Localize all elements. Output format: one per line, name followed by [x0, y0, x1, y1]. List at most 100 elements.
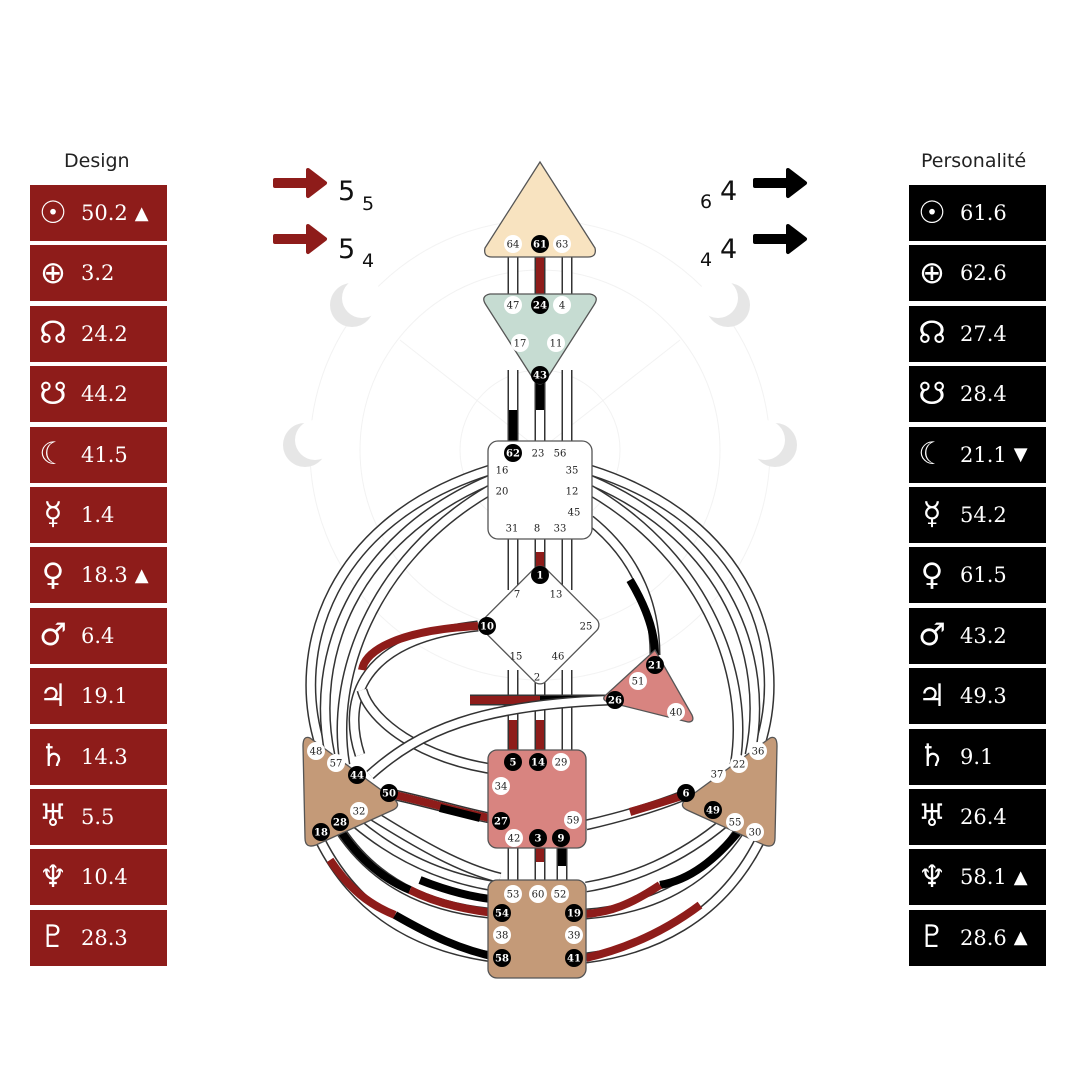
design-row: ♀18.3▲: [30, 547, 167, 604]
gate-33: 33: [554, 524, 567, 535]
gate-label: 40: [670, 708, 683, 719]
gate-46: 46: [552, 652, 565, 663]
gate-53: 53: [504, 885, 522, 903]
design-title: Design: [64, 150, 130, 172]
gate-marker: [307, 742, 325, 760]
neptune-icon: ♆: [39, 858, 67, 895]
gate-label: 39: [568, 931, 581, 942]
gate-marker: [667, 703, 685, 721]
gate-label: 35: [566, 466, 579, 477]
gate-21: 21: [646, 656, 664, 674]
gate-label: 9: [558, 834, 565, 845]
throat-center: [487, 440, 593, 540]
design-row: ☿1.4: [30, 486, 167, 543]
gate-24: 24: [531, 296, 549, 314]
channel-line: [585, 818, 728, 891]
personality-title: Personalité: [921, 150, 1027, 172]
design-value: 3.2: [81, 261, 115, 286]
gate-43: 43: [531, 366, 549, 384]
gate-marker: [331, 813, 349, 831]
design-value: 24.2: [81, 321, 128, 346]
head-center: [484, 160, 596, 258]
personality-row: ♇28.6▲: [909, 909, 1046, 966]
gate-marker: [505, 829, 523, 847]
personality-row: ♀61.5: [909, 547, 1046, 604]
personality-value: 27.4: [960, 321, 1007, 346]
gate-label: 53: [507, 890, 520, 901]
gate-marker: [327, 754, 345, 772]
gate-marker: [529, 829, 547, 847]
personality-arrow-2-sub: 4: [700, 249, 713, 271]
gate-label: 7: [514, 590, 520, 601]
gate-label: 5: [510, 758, 517, 769]
gate-label: 45: [568, 508, 581, 519]
channel-line: [587, 516, 659, 656]
fixation-mark-icon: ▲: [134, 202, 149, 224]
saturn-icon: ♄: [39, 738, 67, 775]
gate-4: 4: [553, 296, 571, 314]
gate-marker: [492, 812, 510, 830]
design-value: 28.3: [81, 925, 128, 950]
gate-20: 20: [496, 487, 509, 498]
channel-line: [369, 811, 501, 882]
personality-value: 61.6: [960, 201, 1007, 225]
uranus-icon: ♅: [918, 798, 946, 835]
gate-label: 14: [531, 758, 545, 769]
gate-marker: [730, 755, 748, 773]
gate-30: 30: [746, 823, 764, 841]
channel-line: [587, 486, 742, 766]
gate-label: 33: [554, 524, 567, 535]
gate-label: 61: [533, 240, 547, 251]
gate-27: 27: [492, 812, 510, 830]
fixation-mark-icon: ▼: [1013, 444, 1028, 466]
gate-60: 60: [529, 885, 547, 903]
design-value: 44.2: [81, 382, 128, 407]
personality-value: 61.5: [960, 563, 1007, 588]
personality-value: 62.6: [960, 261, 1007, 286]
gate-label: 29: [555, 758, 568, 769]
gate-64: 64: [504, 235, 522, 253]
gate-label: 37: [711, 770, 724, 781]
gate-23: 23: [532, 449, 545, 460]
gate-label: 30: [749, 828, 762, 839]
gate-51: 51: [629, 672, 647, 690]
gate-label: 23: [532, 449, 545, 460]
gate-5: 5: [504, 753, 522, 771]
gate-49: 49: [704, 801, 722, 819]
gate-label: 17: [514, 339, 527, 350]
gate-44: 44: [348, 766, 366, 784]
gate-28: 28: [331, 813, 349, 831]
design-row: ☋44.2: [30, 366, 167, 423]
design-row: ☉50.2▲: [30, 185, 167, 241]
design-value: 19.1: [81, 684, 128, 709]
earth-icon: ⊕: [919, 254, 945, 291]
gate-36: 36: [749, 742, 767, 760]
ego-center: [603, 648, 694, 723]
personality-value: 21.1: [960, 442, 1007, 467]
personality-row: ☾21.1▼: [909, 426, 1046, 483]
channel-line: [588, 476, 759, 756]
gate-marker: [380, 784, 398, 802]
gate-marker: [531, 566, 549, 584]
design-arrow-2: [273, 224, 327, 254]
gate-marker: [504, 235, 522, 253]
gate-label: 34: [495, 782, 508, 793]
gate-label: 44: [350, 771, 364, 782]
gate-marker: [552, 829, 570, 847]
gate-marker: [564, 811, 582, 829]
gate-label: 20: [496, 487, 509, 498]
gate-2: 2: [534, 673, 540, 684]
gate-label: 36: [752, 747, 765, 758]
gate-label: 58: [495, 954, 509, 965]
root-center: [487, 879, 587, 979]
gate-label: 11: [550, 339, 563, 350]
gate-marker: [348, 766, 366, 784]
gate-50: 50: [380, 784, 398, 802]
venus-icon: ♀: [41, 556, 65, 593]
channel-line: [367, 696, 611, 778]
gate-label: 12: [566, 487, 579, 498]
gate-marker: [552, 753, 570, 771]
channel-activation: [585, 881, 663, 918]
gate-14: 14: [529, 753, 547, 771]
gate-label: 32: [353, 807, 366, 818]
